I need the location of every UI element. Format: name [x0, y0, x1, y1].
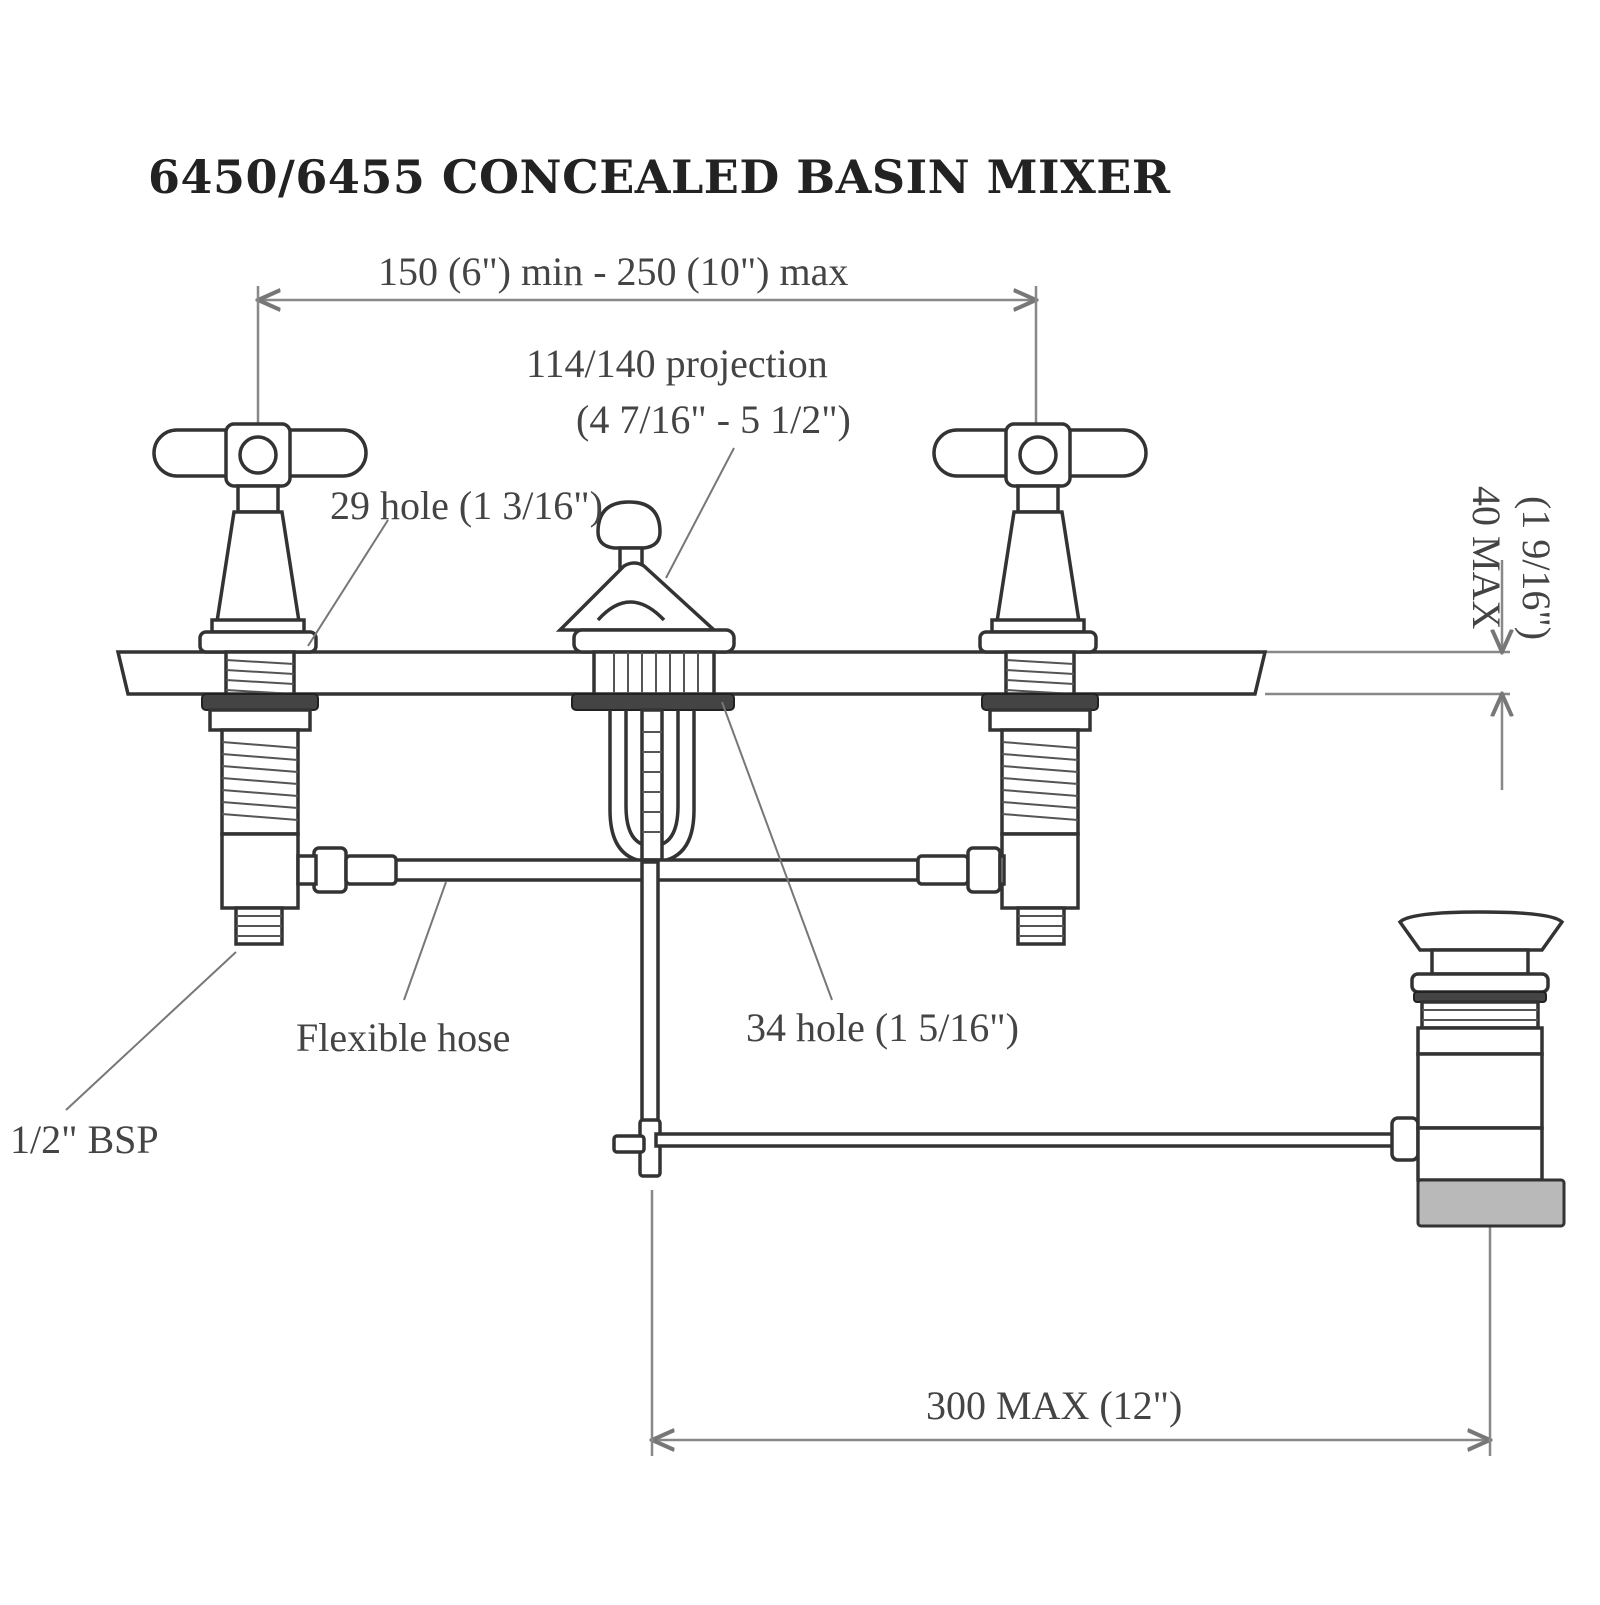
flexible-hose-label: Flexible hose	[296, 1015, 511, 1060]
bsp-label: 1/2" BSP	[10, 1117, 159, 1162]
diagram-title: 6450/6455 CONCEALED BASIN MIXER	[148, 150, 1171, 204]
left-tap	[152, 422, 368, 946]
max40-dimension	[1265, 560, 1510, 790]
spacing-label: 150 (6") min - 250 (10") max	[378, 249, 849, 294]
spacing-dimension	[258, 286, 1036, 428]
max300-label: 300 MAX (12")	[926, 1383, 1183, 1428]
projection-label: 114/140 projection	[526, 341, 828, 386]
max40-label: 40 MAX	[1464, 486, 1509, 630]
right-tap	[932, 422, 1148, 946]
popup-rod	[612, 860, 1420, 1178]
leader-lines	[65, 447, 833, 1111]
hole29-label: 29 hole (1 3/16")	[330, 483, 603, 528]
waste-assembly	[1397, 910, 1566, 1228]
hole34-label: 34 hole (1 5/16")	[746, 1005, 1019, 1050]
projection-sublabel: (4 7/16" - 5 1/2")	[576, 397, 851, 442]
max40-sublabel: (1 9/16")	[1514, 496, 1559, 641]
